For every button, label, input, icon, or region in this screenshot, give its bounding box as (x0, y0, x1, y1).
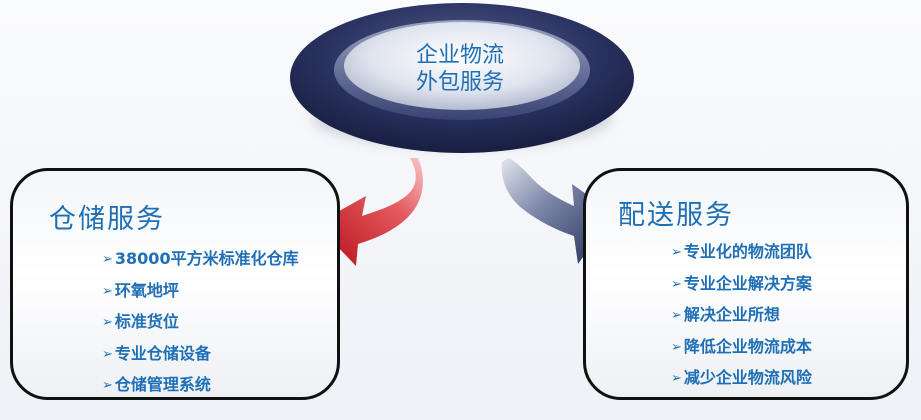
list-item-text: 专业企业解决方案 (683, 273, 812, 293)
list-item: ➢仓储管理系统 (102, 369, 299, 401)
warehousing-title: 仓储服务 (49, 204, 165, 235)
list-item: ➢专业仓储设备 (102, 338, 299, 370)
arrowhead-bullet-icon: ➢ (102, 346, 113, 362)
hub-label-line-2: 外包服务 (415, 70, 504, 95)
arrowhead-bullet-icon: ➢ (102, 283, 113, 299)
list-item-text: 仓储管理系统 (114, 375, 211, 394)
list-item-text: 减少企业物流风险 (683, 368, 812, 387)
arrowhead-bullet-icon: ➢ (671, 371, 682, 386)
list-item: ➢38000平方米标准化仓库 (102, 243, 299, 275)
hub-label: 企业物流 外包服务 (360, 42, 560, 96)
arrowhead-bullet-icon: ➢ (671, 308, 682, 323)
arrowhead-bullet-icon: ➢ (671, 245, 682, 260)
warehousing-item-list: ➢38000平方米标准化仓库 ➢环氧地坪 ➢标准货位 ➢专业仓储设备 ➢仓储管理… (102, 243, 299, 401)
hub-label-line-1: 企业物流 (415, 43, 504, 68)
list-item: ➢降低企业物流成本 (671, 331, 812, 363)
list-item-text: 38000平方米标准化仓库 (114, 249, 299, 268)
list-item: ➢环氧地坪 (102, 275, 299, 307)
list-item: ➢解决企业所想 (671, 299, 812, 331)
delivery-panel: 配送服务 ➢专业化的物流团队 ➢专业企业解决方案 ➢解决企业所想 ➢降低企业物流… (583, 168, 909, 400)
warehousing-panel: 仓储服务 ➢38000平方米标准化仓库 ➢环氧地坪 ➢标准货位 ➢专业仓储设备 … (10, 168, 340, 400)
arrowhead-bullet-icon: ➢ (102, 315, 113, 330)
hub-inner-plate (344, 22, 580, 110)
delivery-item-list: ➢专业化的物流团队 ➢专业企业解决方案 ➢解决企业所想 ➢降低企业物流成本 ➢减… (671, 236, 812, 394)
arrowhead-bullet-icon: ➢ (671, 339, 682, 355)
list-item: ➢减少企业物流风险 (671, 362, 812, 394)
list-item: ➢专业企业解决方案 (671, 268, 812, 300)
list-item: ➢标准货位 (102, 306, 299, 338)
list-item-text: 解决企业所想 (683, 305, 780, 324)
list-item-text: 标准货位 (114, 312, 179, 331)
list-item-text: 降低企业物流成本 (683, 336, 812, 356)
arrowhead-bullet-icon: ➢ (102, 252, 113, 267)
red-arrow-left (316, 158, 423, 266)
list-item-text: 专业化的物流团队 (683, 242, 812, 261)
list-item-text: 环氧地坪 (114, 280, 179, 300)
list-item-text: 专业仓储设备 (114, 343, 211, 363)
delivery-title: 配送服务 (618, 200, 734, 231)
arrowhead-bullet-icon: ➢ (671, 276, 682, 292)
arrowhead-bullet-icon: ➢ (102, 378, 113, 393)
list-item: ➢专业化的物流团队 (671, 236, 812, 268)
